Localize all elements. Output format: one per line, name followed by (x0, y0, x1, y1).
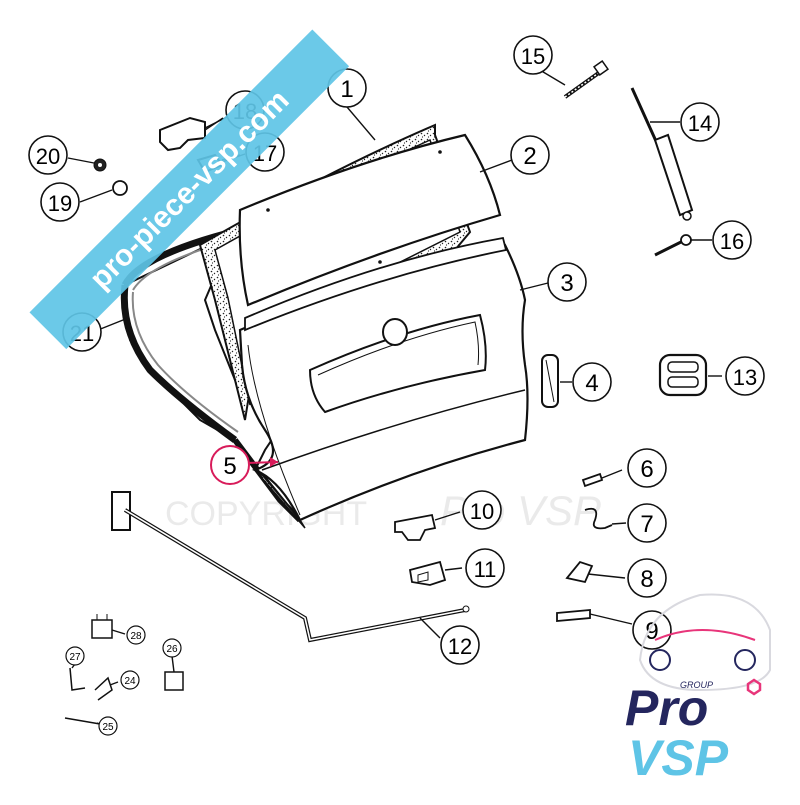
callout-4: 4 (572, 362, 612, 402)
callout-5: 5 (210, 445, 250, 485)
part-4-lamp (541, 354, 559, 408)
callout-19: 19 (40, 182, 80, 222)
logo-small-text: GROUP (680, 680, 713, 690)
part-13-badge (658, 353, 708, 397)
svg-text:4: 4 (585, 370, 598, 397)
callout-7: 7 (627, 503, 667, 543)
part-12-cable (111, 491, 470, 643)
part-28-relay (91, 614, 113, 639)
logo-hex-icon (746, 678, 762, 696)
part-16-bolt (654, 234, 692, 257)
part-20-nut (93, 158, 107, 172)
callout-25: 25 (98, 716, 118, 736)
callout-26: 26 (162, 638, 182, 658)
highlight-arrowhead (270, 457, 278, 467)
part-14-gas-strut (630, 87, 694, 221)
callout-10: 10 (462, 490, 502, 530)
svg-text:20: 20 (36, 144, 60, 169)
svg-text:19: 19 (48, 191, 72, 216)
part-5-seal-strip (257, 469, 306, 529)
callout-3: 3 (547, 262, 587, 302)
svg-text:16: 16 (720, 229, 744, 254)
svg-text:24: 24 (124, 676, 136, 687)
callout-2: 2 (510, 135, 550, 175)
callout-9: 9 (632, 610, 672, 650)
callout-1: 1 (327, 68, 367, 108)
svg-text:26: 26 (166, 644, 178, 655)
logo-line1: Pro (625, 680, 708, 736)
part-11-hinge (408, 560, 447, 586)
callout-20: 20 (28, 135, 68, 175)
svg-text:15: 15 (521, 44, 545, 69)
part-7-wire (584, 507, 613, 530)
part-19-plug (112, 180, 128, 196)
callout-24: 24 (120, 670, 140, 690)
part-25-rod (64, 717, 101, 725)
callout-15: 15 (513, 35, 553, 75)
svg-text:7: 7 (640, 511, 653, 538)
svg-text:25: 25 (102, 722, 114, 733)
svg-text:27: 27 (69, 652, 81, 663)
svg-text:6: 6 (640, 456, 653, 483)
part-3-tailgate-panel (238, 236, 529, 522)
callout-6: 6 (627, 448, 667, 488)
svg-text:13: 13 (733, 365, 757, 390)
svg-text:10: 10 (470, 499, 494, 524)
provsp-logo: GROUP Pro VSP (625, 593, 771, 786)
callout-27: 27 (65, 646, 85, 666)
svg-text:1: 1 (340, 76, 353, 103)
svg-text:8: 8 (640, 566, 653, 593)
callout-13: 13 (725, 356, 765, 396)
logo-car-roofline (654, 629, 756, 641)
callout-12: 12 (440, 625, 480, 665)
svg-text:3: 3 (560, 270, 573, 297)
part-6-switch (581, 472, 604, 488)
part-8-latch (565, 560, 594, 584)
callout-8: 8 (627, 558, 667, 598)
part-9-plate (556, 609, 591, 622)
part-24-clip (94, 676, 113, 701)
svg-text:14: 14 (688, 111, 712, 136)
part-10-hinge (394, 513, 437, 541)
logo-line2: VSP (628, 730, 729, 786)
callout-28: 28 (126, 625, 146, 645)
svg-text:11: 11 (474, 557, 497, 582)
svg-text:5: 5 (223, 453, 236, 480)
part-2-rear-window-glass (238, 133, 502, 307)
callout-11: 11 (465, 548, 505, 588)
svg-text:28: 28 (130, 631, 142, 642)
callout-14: 14 (680, 102, 720, 142)
svg-text:9: 9 (645, 618, 658, 645)
part-15-screw (563, 59, 610, 99)
svg-text:12: 12 (448, 634, 472, 659)
svg-text:2: 2 (523, 143, 536, 170)
part-26-module (164, 671, 184, 691)
part-27-hook (69, 667, 86, 691)
callout-16: 16 (712, 220, 752, 260)
